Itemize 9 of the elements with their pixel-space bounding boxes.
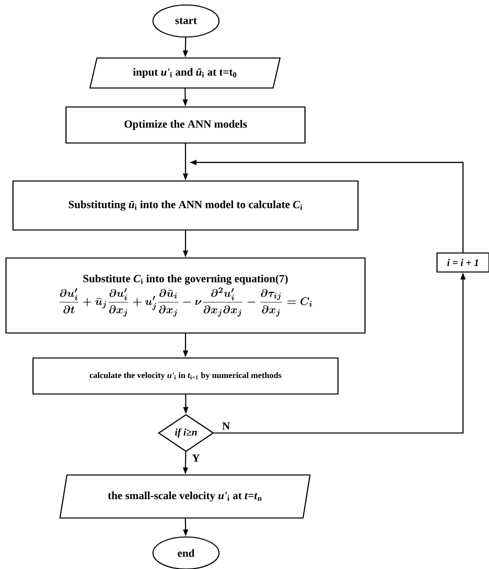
io-parallelogram: the small-scale velocity u'$_{i}$ at t=t$_{n}$ [59,474,311,519]
edge-label: N [222,422,230,430]
io-parallelogram: input u'$_{i}$ and ū$_{i}$ at t=t$_{0}$ [89,57,281,89]
process-box: calculate the velocity u'$_{i}$ in t$_{i+1}$ by numerical methods [32,357,339,395]
process-box: i = i + 1 [436,252,489,273]
edge-label: Y [192,454,200,462]
process-box: Substitute C$_{i}$ into the governing equation(7) $\frac{\partial u_i'}{\partial t}+\bar{u}_j\frac{\partial u_i'}{\partial x_j}+u_j'\frac{\partial \bar{u}_i}{\partial x_j}-\nu\frac{\partial^2 u_i'}{\partial x_j\partial x_j}-\frac{\partial \tau_{ij}}{\partial x_j}=C_i$ [5,257,366,334]
process-box: Optimize the ANN models [65,106,306,144]
process-box: Substituting ū$_{i}$ into the ANN model to calculate C$_{i}$ [12,180,359,231]
